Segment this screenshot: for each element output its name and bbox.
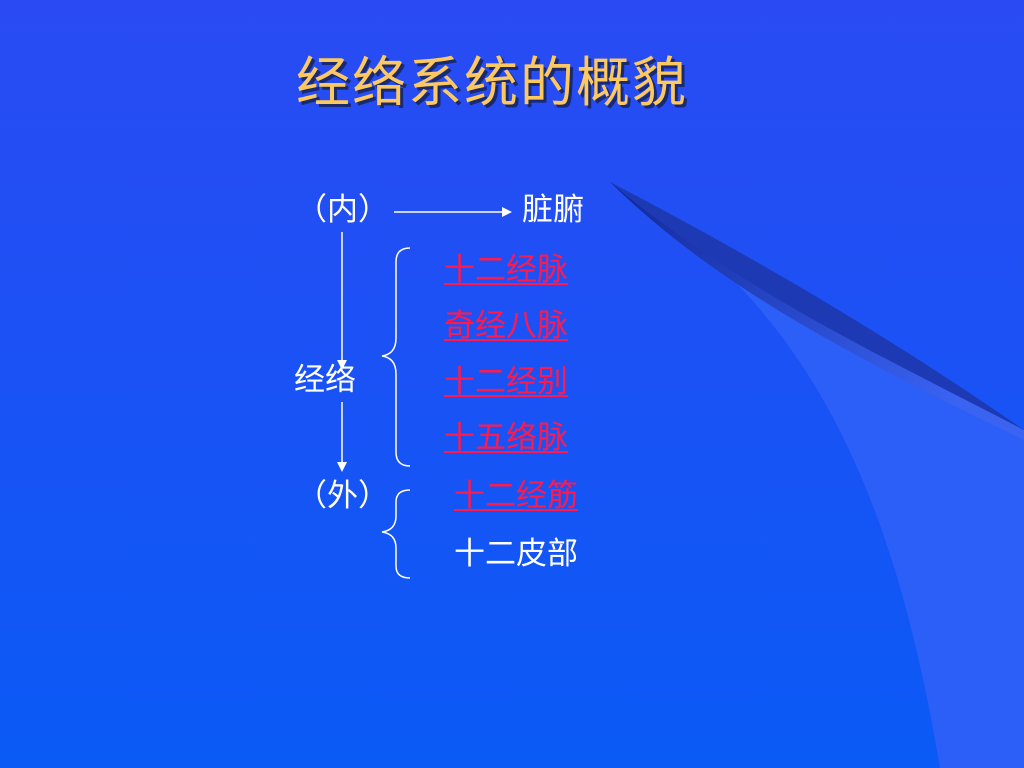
slide-title: 经络系统的概貌: [296, 51, 688, 114]
twelve-skin-regions-label: 十二皮部: [454, 536, 578, 572]
outer-group-brace: [381, 489, 411, 579]
jingluo-label: 经络: [294, 362, 356, 398]
inner-group-brace: [381, 247, 411, 467]
link-twelve-muscle-regions[interactable]: 十二经筋: [454, 478, 578, 514]
link-fifteen-collaterals[interactable]: 十五络脉: [444, 420, 568, 456]
link-twelve-meridians[interactable]: 十二经脉: [444, 252, 568, 288]
link-eight-extra-meridians[interactable]: 奇经八脉: [444, 308, 568, 344]
right-panel-shape: [610, 182, 1024, 768]
link-twelve-divergent-meridians[interactable]: 十二经别: [444, 364, 568, 400]
fold-shape: [610, 182, 1024, 430]
arrowhead-down-2: [337, 462, 347, 472]
arrowhead-right: [502, 207, 512, 217]
zangfu-label: 脏腑: [522, 192, 584, 228]
inner-label: （内）: [296, 192, 389, 228]
outer-label: （外）: [296, 478, 389, 514]
arrowhead-down-1: [337, 360, 347, 370]
